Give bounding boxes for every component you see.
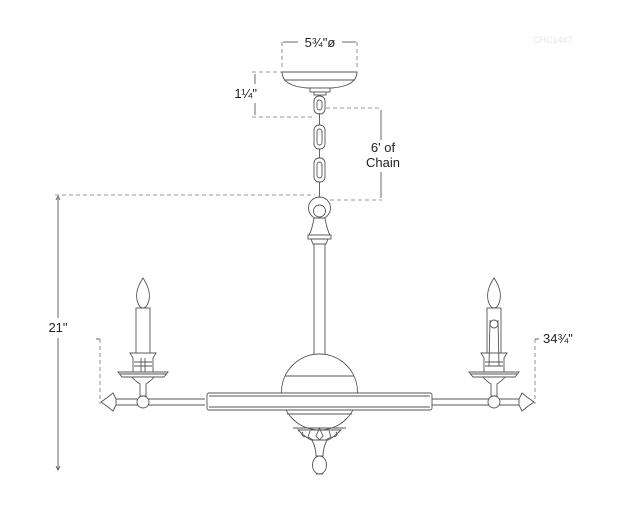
right-candle-arm — [468, 277, 520, 409]
overall-width-dimension: 34¾" — [96, 331, 573, 404]
horizontal-arm-bar — [112, 392, 525, 411]
overall-width-label: 34¾" — [543, 331, 573, 346]
canopy — [281, 71, 358, 96]
center-stem — [305, 196, 334, 367]
canopy-height-dimension: 1¼" — [234, 71, 312, 118]
chain-length-label-line1: 6' of — [371, 140, 396, 155]
canopy-diameter-label: 5¾"ø — [305, 35, 336, 50]
chain-length-label-line2: Chain — [366, 155, 400, 170]
chain-dimension: 6' of Chain — [326, 107, 400, 201]
right-arm-end-finial — [518, 392, 535, 412]
bottom-finial — [311, 439, 328, 475]
chain — [313, 95, 326, 200]
canopy-diameter-dimension: 5¾"ø — [281, 35, 358, 70]
overall-height-dimension: 21" — [48, 194, 315, 471]
canopy-height-label: 1¼" — [234, 86, 257, 101]
watermark-label: CHC1447 — [533, 35, 573, 45]
left-candle-arm — [117, 277, 169, 409]
leaf-collar — [296, 426, 343, 441]
overall-height-label: 21" — [48, 320, 67, 335]
left-arm-end-finial — [100, 392, 117, 412]
center-sphere — [281, 353, 358, 431]
